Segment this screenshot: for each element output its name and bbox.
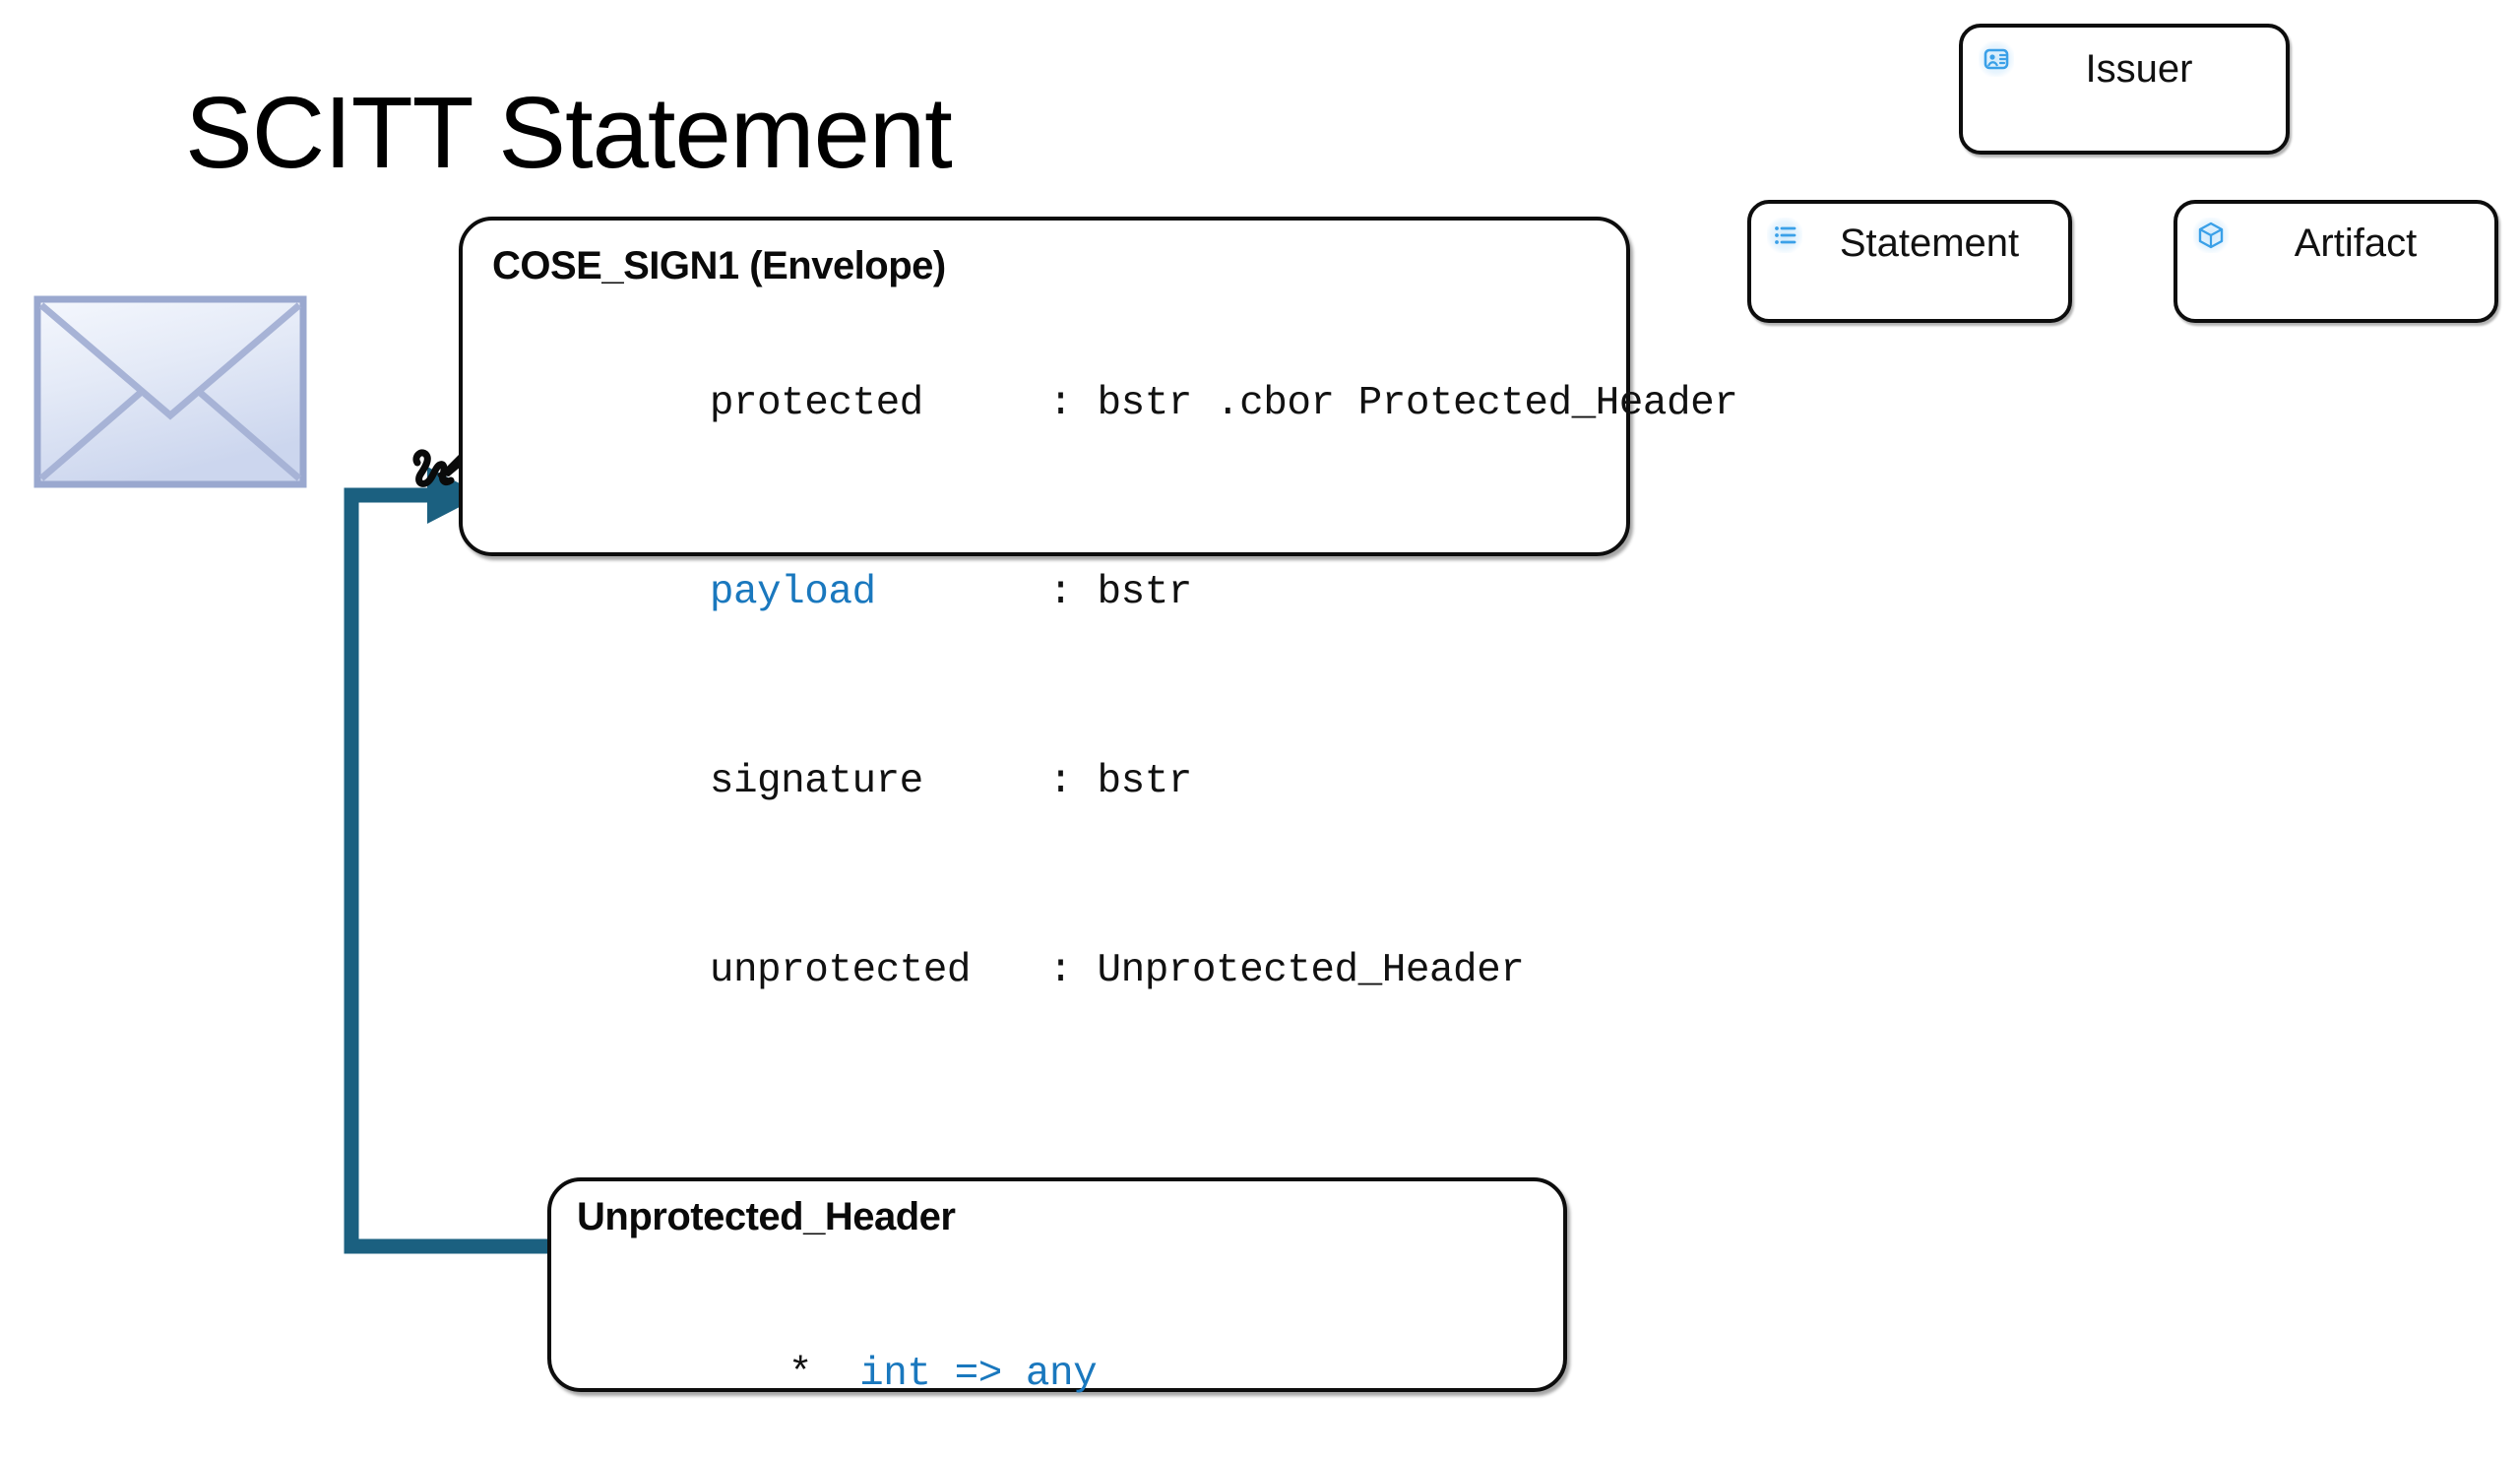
legend-label: Issuer <box>2085 47 2193 91</box>
field-row: protected: bstr .cbor Protected_Header <box>520 309 1738 498</box>
unprotected-header-entry-list: * int => any <box>598 1292 1098 1457</box>
field-type: bstr <box>1097 759 1193 804</box>
field-row: unprotected: Unprotected_Header <box>520 876 1612 1065</box>
field-type: bstr <box>1097 570 1193 615</box>
field-name: signature <box>709 759 923 804</box>
field-row: signature: bstr <box>520 687 1612 876</box>
legend-label: Statement <box>1839 222 2020 265</box>
field-separator: : <box>1048 948 1073 993</box>
field-row: payload: bstr <box>520 498 1612 687</box>
diagram-canvas: SCITT Statement <box>33 24 2498 1397</box>
cose-sign1-title: COSE_SIGN1 (Envelope) <box>492 244 946 287</box>
wildcard-glyph: * <box>788 1352 813 1397</box>
unprotected-header-title: Unprotected_Header <box>577 1195 956 1238</box>
envelope-icon <box>33 295 307 488</box>
cube-icon <box>2193 218 2229 253</box>
legend-label: Artifact <box>2294 222 2418 265</box>
field-row: * int => any <box>598 1292 1098 1457</box>
field-separator: : <box>1048 759 1073 804</box>
cose-sign1-box[interactable]: COSE_SIGN1 (Envelope) protected: bstr .cb… <box>459 217 1738 993</box>
legend-box-statement[interactable]: Statement <box>1747 200 2072 323</box>
field-separator: : <box>1048 570 1073 615</box>
legend-box-issuer[interactable]: Issuer <box>1959 24 2290 155</box>
field-type: bstr .cbor Protected_Header <box>1097 381 1738 426</box>
page-title: SCITT Statement <box>185 76 953 189</box>
field-type: Unprotected_Header <box>1097 948 1525 993</box>
issuer-badge-icon <box>1979 41 2014 77</box>
field-separator: : <box>1048 381 1073 426</box>
list-icon <box>1767 218 1802 253</box>
cose-sign1-field-list: protected: bstr .cbor Protected_Header pa… <box>520 309 1738 1065</box>
field-name: payload <box>709 570 876 615</box>
entry-code: int => any <box>859 1352 1098 1397</box>
field-name: unprotected <box>709 948 972 993</box>
unprotected-header-box[interactable]: Unprotected_Header * int => any <box>547 1177 1567 1397</box>
legend-box-artifact[interactable]: Artifact <box>2174 200 2498 323</box>
field-name: protected <box>709 381 923 426</box>
